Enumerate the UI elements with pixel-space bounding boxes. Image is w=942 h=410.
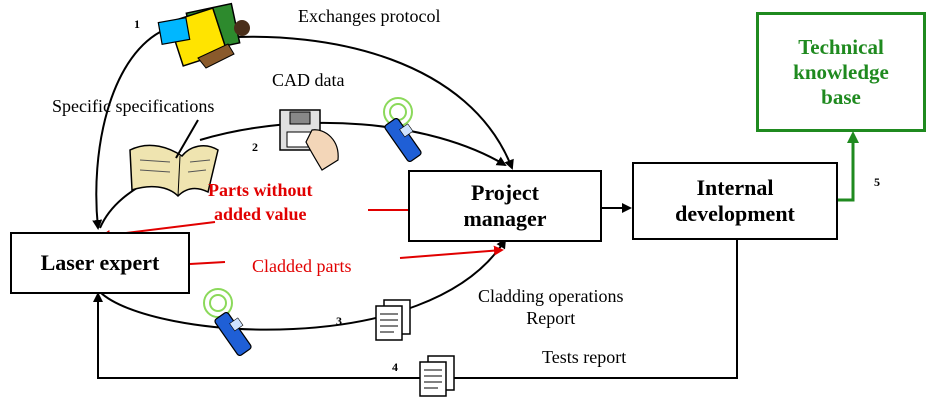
arrow-cladding-report	[99, 238, 507, 331]
open-book-pen-icon	[129, 119, 219, 198]
specific-specifications-label: Specific specifications	[52, 96, 215, 116]
parts-without-value-label: Parts without added value	[208, 180, 313, 224]
floppy-disk-hand-icon	[279, 109, 339, 171]
report-pages-icon	[375, 299, 411, 341]
flow-number-4: 4	[392, 360, 398, 374]
knowledge-base-label: Technical knowledge base	[793, 34, 889, 109]
project-manager-label: Project manager	[463, 180, 547, 231]
flow-number-1: 1	[134, 17, 140, 31]
flow-number-3: 3	[336, 314, 342, 328]
internal-development-box: Internal development	[632, 162, 838, 240]
laser-expert-label: Laser expert	[40, 250, 160, 275]
mobile-phone-icon	[203, 288, 252, 357]
cladding-report-label: Cladding operations Report	[478, 286, 624, 328]
arrow-cladded-parts-tail	[189, 261, 226, 265]
arrow-cad-data	[199, 121, 507, 167]
arrow-to-knowledge-base	[838, 131, 859, 202]
laser-expert-box: Laser expert	[10, 232, 190, 294]
exchanges-protocol-label: Exchanges protocol	[298, 6, 441, 26]
internal-development-label: Internal development	[675, 175, 795, 226]
arrow-tests-report	[93, 240, 738, 379]
project-manager-box: Project manager	[408, 170, 602, 242]
flow-number-5: 5	[874, 175, 880, 189]
arrow-protocol-to-laser-expert	[92, 31, 161, 230]
mobile-phone-icon	[383, 97, 422, 163]
tests-report-label: Tests report	[542, 347, 627, 367]
arrow-cladded-parts	[399, 245, 504, 259]
cad-data-label: CAD data	[272, 70, 345, 90]
cladded-parts-label: Cladded parts	[252, 256, 352, 276]
flow-number-2: 2	[252, 140, 258, 154]
knowledge-base-box: Technical knowledge base	[756, 12, 926, 132]
report-pages-icon	[419, 355, 455, 397]
arrow-exchanges-protocol	[217, 35, 514, 170]
handshake-documents-icon	[157, 2, 250, 69]
